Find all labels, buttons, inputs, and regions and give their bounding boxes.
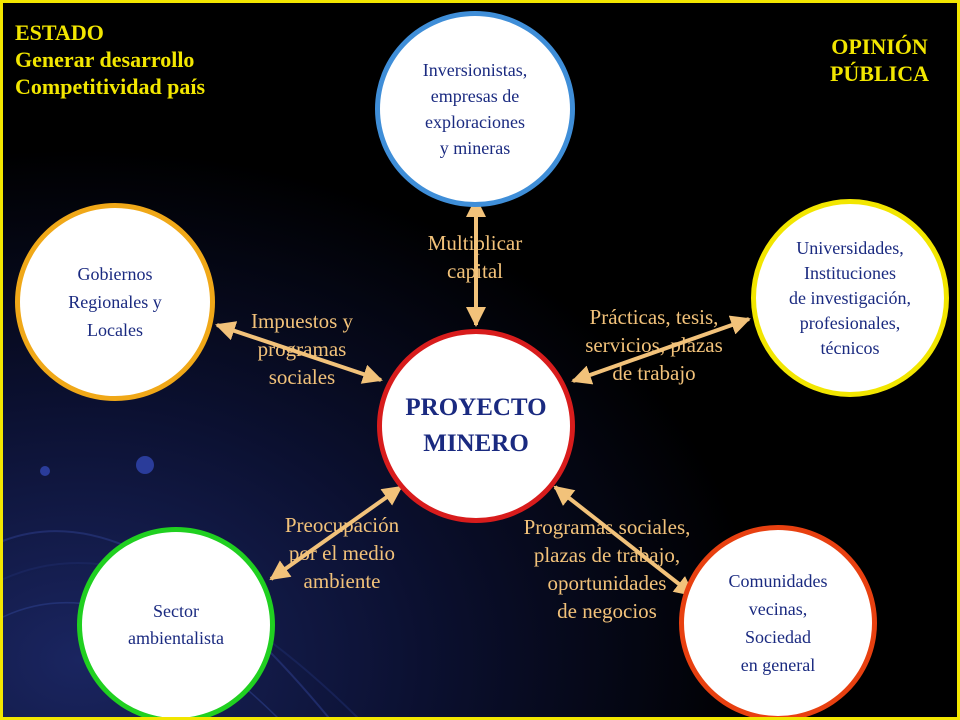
decor-dot-small [40,466,50,476]
relation-label-top: Multiplicar capital [407,229,543,285]
estado-heading: ESTADO Generar desarrollo Competitividad… [15,19,205,100]
node-gobiernos: Gobiernos Regionales y Locales [15,203,215,401]
node-comunidades: Comunidades vecinas, Sociedad en general [679,525,877,717]
node-text: de investigación, [789,287,911,308]
relation-text: Multiplicar [427,231,523,255]
relation-text: programas [257,337,347,361]
arrow-left [215,321,383,384]
relation-text: por el medio [288,541,396,565]
node-text: Comunidades [728,571,828,591]
arrow-bottom-left [269,485,403,581]
node-proyecto-minero: PROYECTO MINERO [377,329,575,523]
relation-text: Preocupación [284,513,400,537]
node-text: Regionales y [68,292,162,312]
node-text: Sociedad [745,627,811,647]
arrow-right [571,315,751,385]
relation-text: ambiente [303,569,381,593]
relation-text: oportunidades [547,571,667,595]
relation-text: sociales [268,365,336,389]
node-text: técnicos [820,337,880,358]
node-text: empresas de [430,86,520,106]
node-text: Locales [87,320,143,340]
node-inversionistas: Inversionistas, empresas de exploracione… [375,11,575,207]
opinion-line-1: OPINIÓN [831,34,928,59]
node-text: Sector [153,601,199,621]
relation-label-bottom-right: Programas sociales, plazas de trabajo, o… [487,513,727,625]
estado-line-2: Generar desarrollo [15,47,195,72]
node-text: MINERO [423,430,529,457]
arrow-bottom-right [553,485,695,597]
decor-dot-large [136,456,154,474]
node-text: ambientalista [128,628,224,648]
node-text: vecinas, [748,599,808,619]
relation-text: capital [447,259,503,283]
estado-line-1: ESTADO [15,20,104,45]
relation-label-left: Impuestos y programas sociales [217,307,387,391]
node-text: Gobiernos [77,264,153,284]
relation-text: Programas sociales, [523,515,691,539]
node-text: exploraciones [425,112,525,132]
relation-arrows [215,197,751,597]
node-text: y mineras [439,138,511,158]
node-text: Inversionistas, [422,60,528,80]
node-sector-ambientalista: Sector ambientalista [77,527,275,717]
node-universidades: Universidades, Instituciones de investig… [751,199,949,397]
node-text: Universidades, [796,237,904,258]
node-text: profesionales, [799,312,901,333]
node-text: en general [740,655,816,675]
opinion-publica-heading: OPINIÓN PÚBLICA [830,33,929,87]
relation-text: plazas de trabajo, [533,543,681,567]
opinion-line-2: PÚBLICA [829,61,929,86]
relation-label-right: Prácticas, tesis, servicios, plazas de t… [559,303,749,387]
relation-text: Prácticas, tesis, [589,305,719,329]
estado-line-3: Competitividad país [15,74,206,99]
relation-text: Impuestos y [250,309,354,333]
node-text: Instituciones [804,262,896,283]
relation-label-bottom-left: Preocupación por el medio ambiente [257,511,427,595]
relation-text: servicios, plazas [585,333,723,357]
relation-text: de trabajo [612,361,696,385]
node-text: PROYECTO [405,394,547,421]
relation-text: de negocios [557,599,657,623]
